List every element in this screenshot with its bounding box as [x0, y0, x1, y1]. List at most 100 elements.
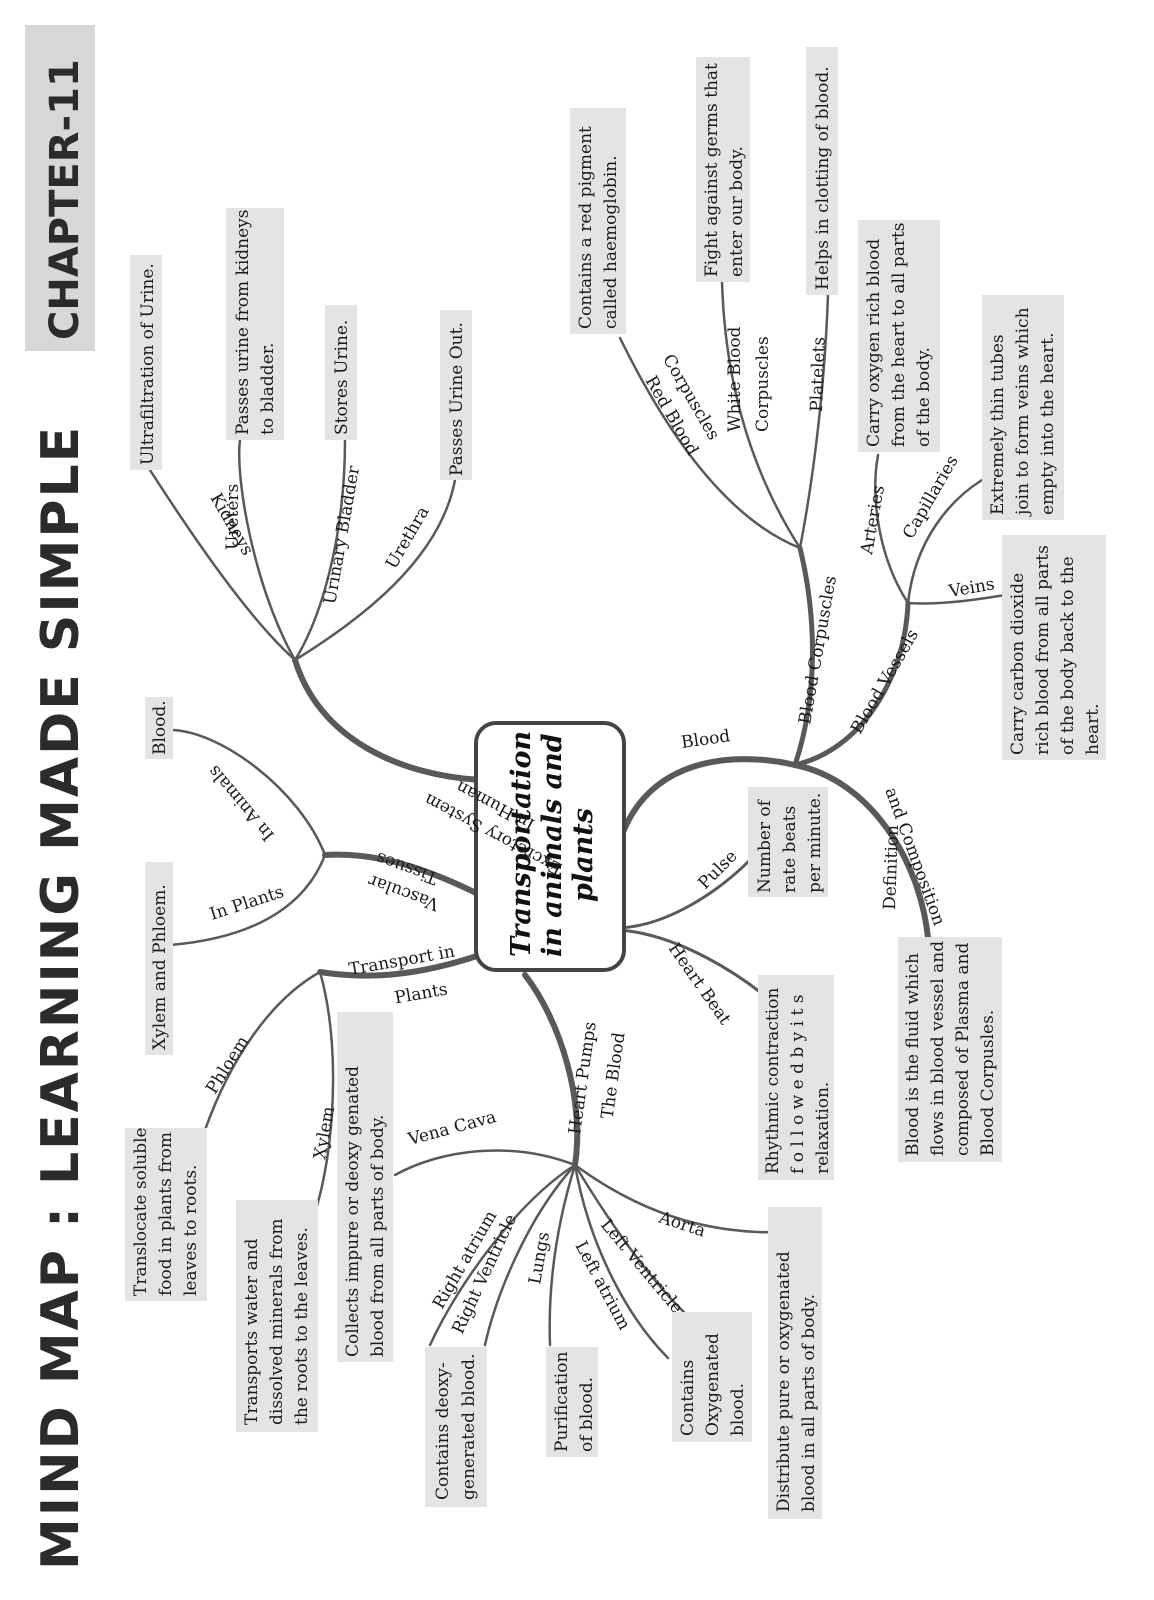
- info-vena-cava: Collects impure or deoxy genated blood f…: [337, 1012, 393, 1362]
- info-urethra: Passes Urine Out.: [440, 310, 472, 480]
- label-capillaries: Capillaries: [899, 452, 963, 542]
- info-arteries-line-1: Carry oxygen rich blood: [864, 239, 884, 447]
- label-phloem: Phloem: [202, 1033, 253, 1098]
- info-left-heart: Contains Oxygenated blood.: [672, 1312, 752, 1442]
- chapter-label: CHAPTER-11: [42, 59, 88, 340]
- branch-platelets: [798, 293, 830, 550]
- branch-heart-beat: [618, 928, 772, 1002]
- label-blood-corpuscles: Blood Corpuscles: [795, 574, 841, 726]
- info-bladder-line-1: Stores Urine.: [332, 320, 352, 435]
- branch-capillaries: [906, 478, 984, 605]
- info-veins-line-4: heart.: [1083, 703, 1103, 755]
- branch-lungs: [548, 1163, 577, 1347]
- label-in-plants: In Plants: [207, 882, 286, 925]
- info-lungs: Purification of blood.: [546, 1347, 598, 1457]
- center-line-2: in animals and: [537, 733, 568, 957]
- info-lungs-line-1: Purification: [552, 1352, 572, 1452]
- info-wbc: Fight against germs that enter our body.: [696, 57, 750, 282]
- branch-rbc: [618, 336, 802, 550]
- label-platelets: Platelets: [807, 337, 830, 413]
- page-title-group: MIND MAP : LEARNING MADE SIMPLE: [31, 425, 91, 1570]
- info-rbc-line-2: called haemoglobin.: [601, 155, 621, 329]
- info-arteries-line-3: of the body.: [914, 347, 934, 447]
- label-urethra: Urethra: [382, 503, 434, 572]
- label-blood-vessels: Blood Vessels: [847, 626, 923, 737]
- label-in-plants-group: In Plants: [207, 882, 286, 925]
- info-xylem-line-3: the roots to the leaves.: [292, 1227, 312, 1425]
- info-veins-line-2: rich blood from all parts: [1033, 545, 1053, 755]
- info-aorta-line-2: blood in all parts of body.: [799, 1294, 819, 1512]
- label-wbc-2: Corpuscles: [753, 336, 773, 432]
- info-pulse-line-1: Number of: [755, 798, 775, 893]
- branch-in-plants: [168, 853, 327, 947]
- branch-wbc: [720, 280, 802, 550]
- info-lungs-line-2: of blood.: [577, 1377, 597, 1452]
- center-line-3: plants: [568, 808, 599, 902]
- info-definition-line-4: Blood Corpusles.: [978, 1010, 998, 1156]
- label-bladder: Urinary Bladder: [320, 464, 364, 606]
- info-vena-cava-line-1: Collects impure or deoxy genated: [343, 1066, 363, 1357]
- center-node: Transportation in animals and plants: [474, 721, 626, 972]
- info-rbc-line-1: Contains a red pigment: [576, 126, 596, 329]
- label-capillaries-group: Capillaries: [899, 452, 963, 542]
- branch-ureters: [238, 438, 297, 662]
- label-vessels-group: Blood Vessels: [847, 626, 923, 737]
- info-aorta: Distribute pure or oxygenated blood in a…: [768, 1207, 822, 1519]
- label-platelets-group: Platelets: [807, 337, 830, 413]
- label-in-animals: In Animals: [204, 761, 279, 844]
- label-lungs-group: Lungs: [525, 1230, 554, 1285]
- branch-vessels: [792, 600, 911, 768]
- info-wbc-line-2: enter our body.: [727, 146, 747, 277]
- branch-right-ventricle: [483, 1163, 577, 1347]
- info-capillaries-line-1: Extremely thin tubes: [988, 334, 1008, 515]
- info-phloem-line-3: leaves to roots.: [181, 1165, 201, 1296]
- info-aorta-line-1: Distribute pure or oxygenated: [774, 1251, 794, 1512]
- branch-left-atrium: [573, 1163, 670, 1360]
- branch-phloem: [203, 970, 322, 1132]
- info-right-heart: Contains deoxy- generated blood.: [425, 1347, 487, 1507]
- info-veins: Carry carbon dioxide rich blood from all…: [1002, 535, 1106, 760]
- info-left-line-1: Contains: [678, 1360, 698, 1436]
- info-right-line-2: generated blood.: [459, 1354, 479, 1500]
- info-platelets-line-1: Helps in clotting of blood.: [813, 66, 833, 290]
- branch-lines: [148, 280, 1007, 1360]
- info-in-animals-line-1: Blood.: [150, 700, 170, 755]
- branch-vena-cava: [393, 1149, 577, 1177]
- info-capillaries: Extremely thin tubes join to form veins …: [982, 295, 1064, 520]
- info-xylem: Transports water and dissolved minerals …: [236, 1200, 318, 1432]
- label-plants: Plants: [393, 979, 449, 1008]
- branch-right-atrium: [428, 1163, 577, 1347]
- info-arteries: Carry oxygen rich blood from the heart t…: [858, 220, 940, 452]
- branch-pulse: [618, 858, 752, 930]
- info-ureters: Passes urine from kidneys to bladder.: [226, 208, 284, 440]
- center-node-box: [474, 721, 626, 972]
- info-definition: Blood is the fluid which flows in blood …: [898, 937, 1002, 1162]
- label-lungs: Lungs: [525, 1230, 554, 1285]
- info-pulse-line-2: rate beats: [780, 806, 800, 893]
- info-heart-beat-line-1: Rhythmic contraction: [763, 988, 783, 1174]
- label-ureters: Ureters: [223, 484, 243, 550]
- info-phloem-line-2: food in plants from: [156, 1132, 176, 1296]
- label-definition-group: Definition: [880, 825, 903, 911]
- label-blood-group: Blood: [680, 726, 732, 753]
- label-wbc-1: White Blood: [725, 326, 745, 432]
- label-aorta: Aorta: [656, 1207, 708, 1241]
- info-in-plants-line-1: Xylem and Phloem.: [150, 884, 170, 1050]
- label-xylem: Xylem: [310, 1105, 339, 1161]
- info-heart-beat: Rhythmic contraction f o l l o w e d b y…: [758, 975, 834, 1180]
- info-pulse: Number of rate beats per minute.: [748, 787, 828, 897]
- chapter-badge: CHAPTER-11: [25, 25, 95, 351]
- branch-corpuscles: [792, 545, 815, 768]
- info-wbc-line-1: Fight against germs that: [702, 63, 722, 277]
- label-wbc-group: White Blood Corpuscles: [725, 326, 773, 432]
- info-rbc: Contains a red pigment called haemoglobi…: [570, 108, 626, 334]
- info-in-plants: Xylem and Phloem.: [145, 862, 173, 1055]
- label-corpuscles-group: Blood Corpuscles: [795, 574, 841, 726]
- label-definition: Definition: [880, 825, 903, 911]
- info-right-line-1: Contains deoxy-: [433, 1362, 453, 1500]
- branch-arteries: [874, 453, 910, 605]
- info-kidneys: Ultrafiltration of Urine.: [130, 255, 162, 470]
- label-bladder-group: Urinary Bladder: [320, 464, 364, 606]
- label-urethra-group: Urethra: [382, 503, 434, 572]
- info-capillaries-line-2: join to form veins which: [1013, 307, 1033, 517]
